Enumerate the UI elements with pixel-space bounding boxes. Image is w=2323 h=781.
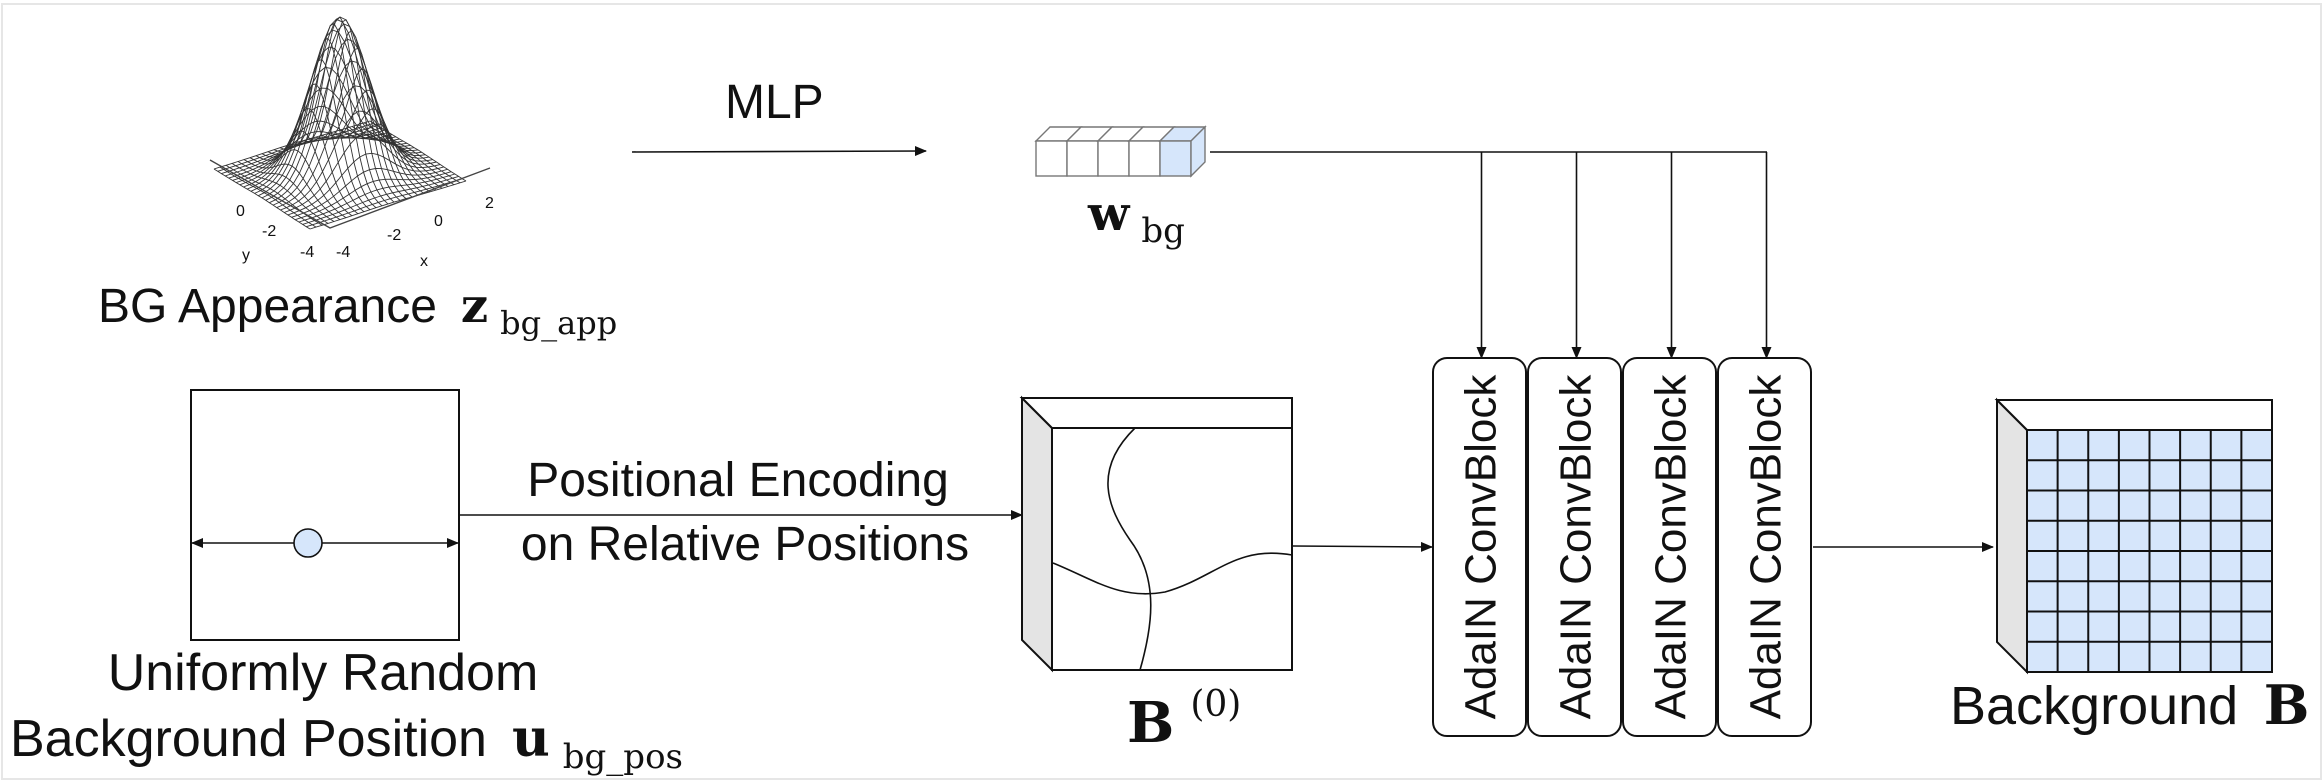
w-vector-cell <box>1160 141 1191 176</box>
b0-cube-front <box>1052 428 1292 670</box>
w-bg-vector <box>1036 127 1205 176</box>
b0-feature-cube <box>1022 398 1292 670</box>
plot-y-tick-2: -4 <box>300 244 314 261</box>
plot-x-tick-3: 2 <box>485 195 494 212</box>
gaussian-surface-plot: 0 -2 -4 y -4 -2 0 2 x <box>210 17 494 270</box>
plot-x-tick-1: -2 <box>387 227 401 244</box>
plot-x-tick-2: 0 <box>434 213 443 230</box>
gaussian-mesh <box>214 17 466 229</box>
bg-appearance-label: BG Appearance z bg_app <box>98 278 617 342</box>
uniform-label-line1: Uniformly Random <box>108 644 539 702</box>
adain-convblock-label-1: AdaIN ConvBlock <box>1457 374 1506 720</box>
b0-cube-side <box>1022 398 1052 670</box>
position-marker <box>294 529 322 557</box>
w-bg-label: w bg <box>1087 186 1185 251</box>
b0-to-conv-arrow <box>1293 546 1432 547</box>
w-vector-cell <box>1067 141 1098 176</box>
b0-label: B (0) <box>1127 684 1241 756</box>
plot-y-tick-1: -2 <box>262 223 276 240</box>
position-box <box>191 390 459 640</box>
positional-encoding-line2: on Relative Positions <box>521 518 969 571</box>
positional-encoding-line1: Positional Encoding <box>527 454 949 507</box>
background-output-cube <box>1997 400 2272 672</box>
mlp-label: MLP <box>725 76 824 129</box>
output-cube-side <box>1997 400 2027 672</box>
mlp-arrow <box>632 151 926 152</box>
adain-convblock-label-3: AdaIN ConvBlock <box>1647 374 1696 720</box>
output-cube-top <box>1997 400 2272 430</box>
b0-cube-top <box>1022 398 1292 428</box>
uniform-label-line2: Background Position u bg_pos <box>10 708 683 777</box>
adain-convblock-label-2: AdaIN ConvBlock <box>1552 374 1601 720</box>
plot-y-tick-0: 0 <box>236 203 245 220</box>
w-distribution-drops <box>1482 152 1767 358</box>
adain-convblock-label-4: AdaIN ConvBlock <box>1742 374 1791 720</box>
adain-convblock-stack: AdaIN ConvBlock AdaIN ConvBlock AdaIN Conv… <box>1433 358 1811 736</box>
plot-y-axis-label: y <box>242 247 250 264</box>
w-vector-cell <box>1036 141 1067 176</box>
plot-x-axis-label: x <box>420 253 428 270</box>
plot-x-tick-0: -4 <box>336 244 350 261</box>
w-vector-cell <box>1129 141 1160 176</box>
background-label: Background B <box>1950 673 2309 737</box>
w-vector-cell <box>1098 141 1129 176</box>
